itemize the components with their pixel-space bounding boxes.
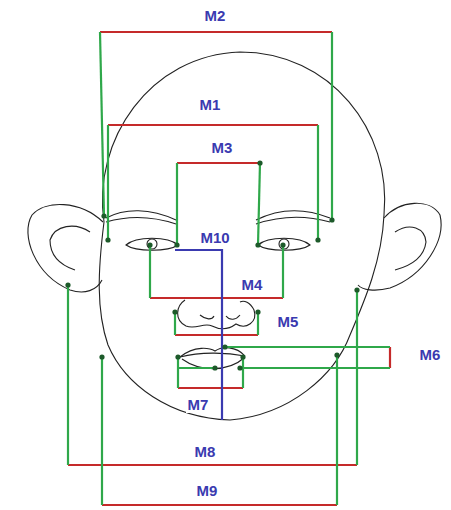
measure-label: M5 [276, 314, 301, 330]
measure-label: M10 [198, 230, 231, 246]
measure-label: M8 [193, 444, 218, 460]
measure-label: M2 [203, 8, 228, 24]
measure-label: M7 [186, 397, 211, 413]
measure-label: M3 [210, 140, 235, 156]
measure-label: M9 [195, 483, 220, 499]
measure-label: M1 [198, 97, 223, 113]
measure-label: M6 [418, 347, 443, 363]
measure-label: M4 [240, 277, 265, 293]
